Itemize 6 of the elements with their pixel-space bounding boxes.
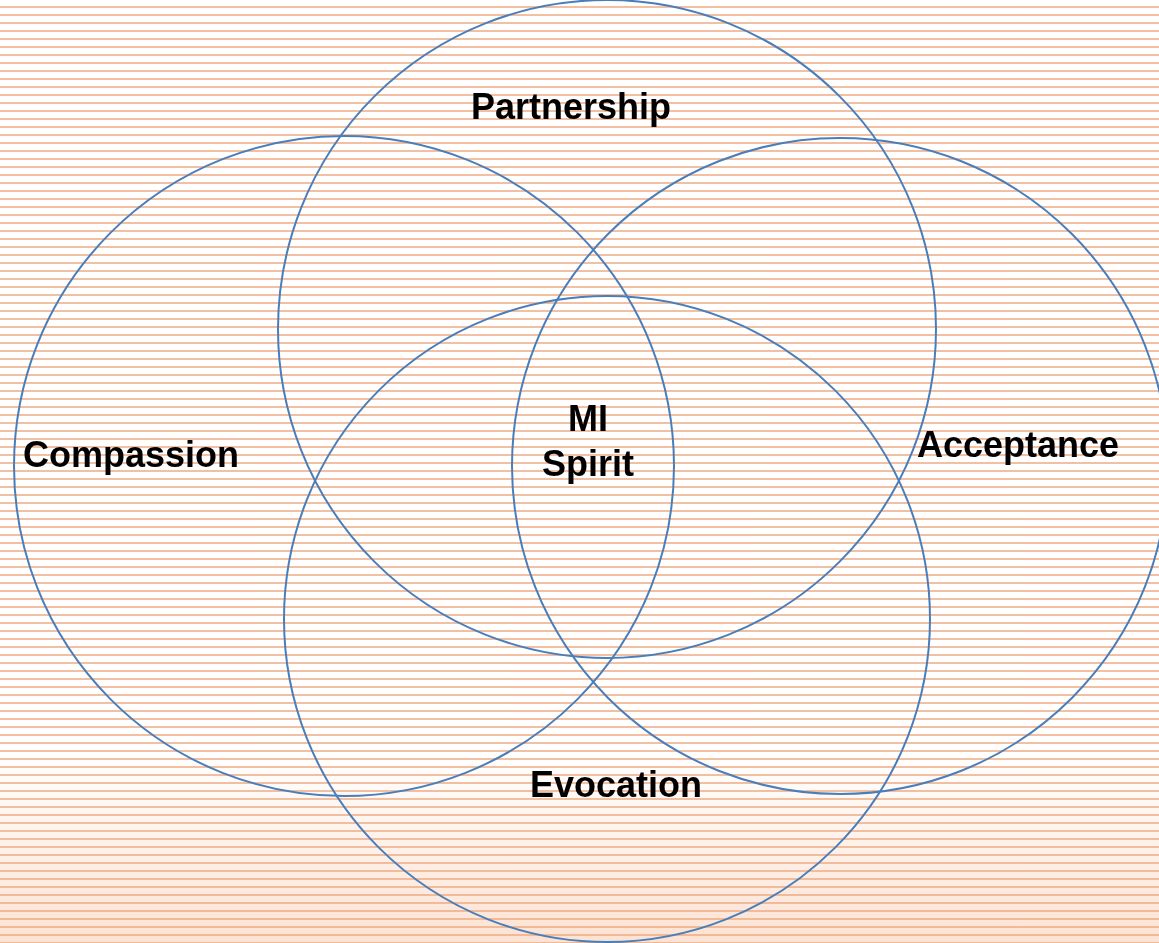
center-label: MI Spirit — [528, 396, 648, 486]
circle-label: Compassion — [23, 433, 240, 477]
circle-label: Acceptance — [917, 423, 1120, 467]
venn-circle — [511, 137, 1159, 795]
circle-label: Evocation — [530, 763, 703, 807]
circle-label: Partnership — [471, 85, 672, 129]
